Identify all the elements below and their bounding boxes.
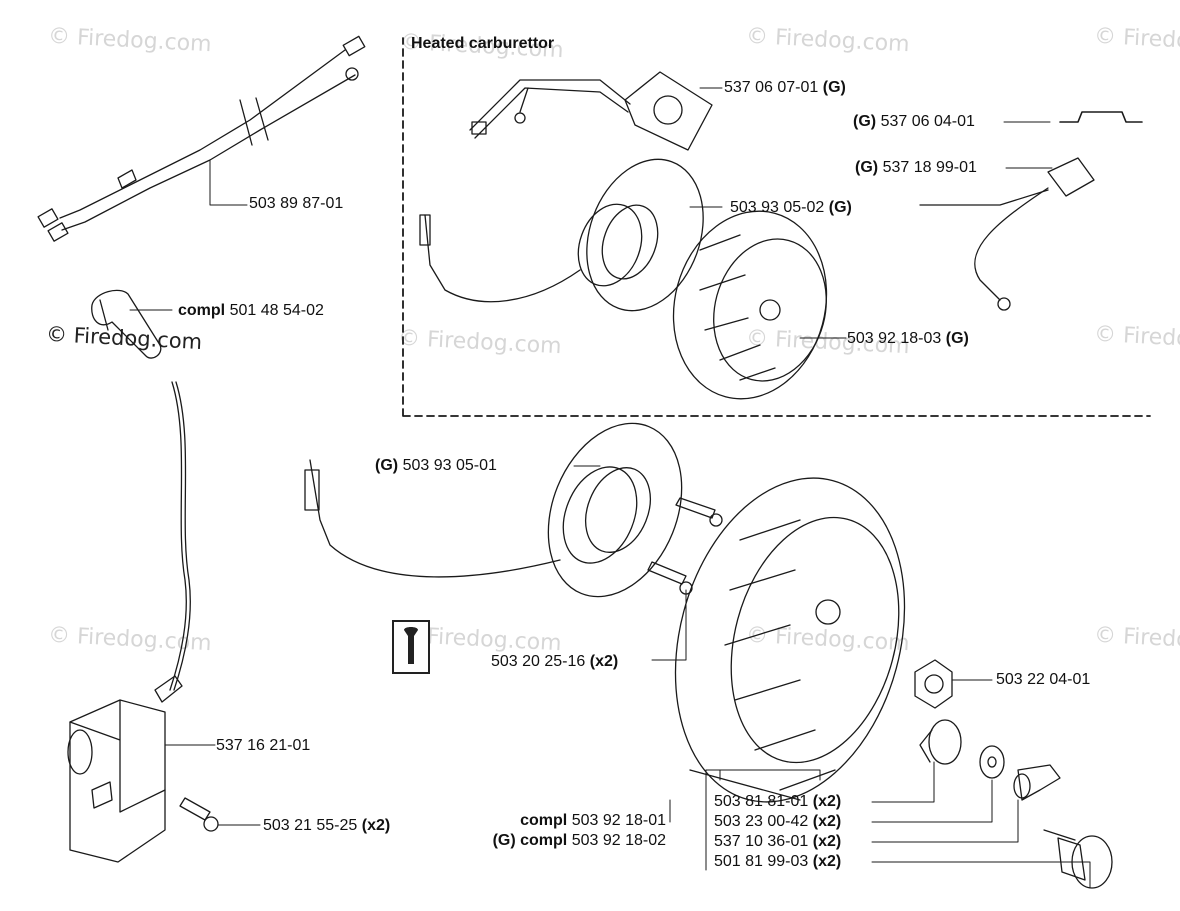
coil-part — [304, 422, 683, 598]
part-label: compl 503 92 18-01 — [520, 812, 666, 829]
spark-plug-cap-part — [91, 289, 162, 359]
heater-gasket-part — [469, 71, 713, 151]
coil-screws-part — [647, 497, 723, 595]
flywheel-part — [674, 477, 906, 803]
heated-carburettor-frame — [402, 37, 1151, 417]
part-label: 537 06 07-01 (G) — [724, 79, 846, 96]
part-label: 503 93 05-02 (G) — [730, 199, 852, 216]
part-label: 503 21 55-25 (x2) — [263, 817, 391, 834]
sensor-part — [919, 157, 1095, 311]
part-label: 537 16 21-01 — [216, 737, 311, 754]
part-label: 503 92 18-03 (G) — [847, 330, 969, 347]
part-label: (G) 537 18 99-01 — [855, 159, 977, 176]
part-label: 503 89 87-01 — [249, 195, 344, 212]
flywheel-g-part — [672, 210, 828, 400]
part-label: (G) 537 06 04-01 — [853, 113, 975, 130]
module-screw-part — [179, 797, 219, 832]
part-label: 503 23 00-42 (x2) — [714, 813, 842, 830]
leader-lines — [129, 87, 1091, 889]
sleeve-part — [919, 719, 962, 765]
pawl-part — [1013, 764, 1061, 801]
washer-part — [979, 745, 1005, 779]
ht-lead — [169, 381, 187, 691]
section-title: Heated carburettor — [411, 35, 555, 52]
part-label: compl 501 48 54-02 — [178, 302, 324, 319]
part-label: (G) 503 93 05-01 — [375, 457, 497, 474]
coil-g-part — [419, 158, 704, 312]
part-label: 503 20 25-16 (x2) — [491, 653, 619, 670]
bracket-part — [1059, 111, 1143, 123]
ignition-module-part — [67, 675, 183, 863]
nut-part — [914, 659, 953, 709]
part-label: 537 10 36-01 (x2) — [714, 833, 842, 850]
pawl-pin-part — [1043, 829, 1113, 889]
part-label: (G) compl 503 92 18-02 — [492, 832, 666, 849]
part-label: 503 81 81-01 (x2) — [714, 793, 842, 810]
wrench-icon — [392, 620, 430, 674]
wiring-harness-part — [37, 35, 366, 242]
part-label: 501 81 99-03 (x2) — [714, 853, 842, 870]
part-label: 503 22 04-01 — [996, 671, 1091, 688]
